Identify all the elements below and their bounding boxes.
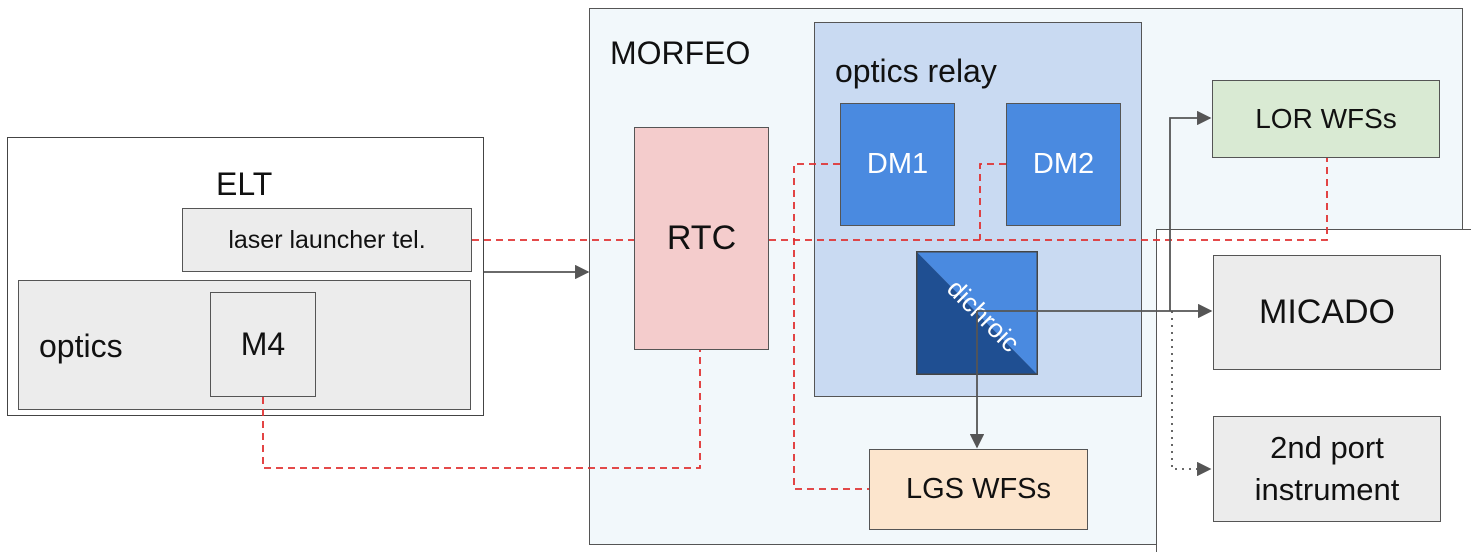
lor-wfss-label: LOR WFSs bbox=[1255, 103, 1397, 134]
m4-label: M4 bbox=[240, 326, 286, 362]
second-port-instrument-label: 2nd port instrument bbox=[1254, 430, 1400, 507]
lor-wfss-box: LOR WFSs bbox=[1212, 80, 1440, 158]
dichroic-box: dichroic bbox=[916, 251, 1038, 375]
micado-box: MICADO bbox=[1213, 255, 1441, 370]
laser-launcher-telescope: laser launcher tel. bbox=[182, 208, 472, 272]
dm2-label: DM2 bbox=[1032, 148, 1095, 180]
rtc-box: RTC bbox=[634, 127, 769, 350]
lgs-wfss-label: LGS WFSs bbox=[905, 473, 1051, 505]
m4-mirror: M4 bbox=[210, 292, 316, 397]
micado-label: MICADO bbox=[1259, 293, 1395, 331]
dm2-box: DM2 bbox=[1006, 103, 1121, 226]
elt-title: ELT bbox=[216, 166, 273, 202]
optics-relay-title: optics relay bbox=[835, 53, 997, 89]
morfeo-title: MORFEO bbox=[610, 35, 751, 71]
laser-launcher-label: laser launcher tel. bbox=[228, 225, 426, 254]
dm1-box: DM1 bbox=[840, 103, 955, 226]
dm1-label: DM1 bbox=[866, 148, 929, 180]
elt-optics-label: optics bbox=[39, 328, 123, 364]
rtc-label: RTC bbox=[666, 219, 737, 257]
lgs-wfss-box: LGS WFSs bbox=[869, 449, 1088, 530]
second-port-instrument-box: 2nd port instrument bbox=[1213, 416, 1441, 522]
